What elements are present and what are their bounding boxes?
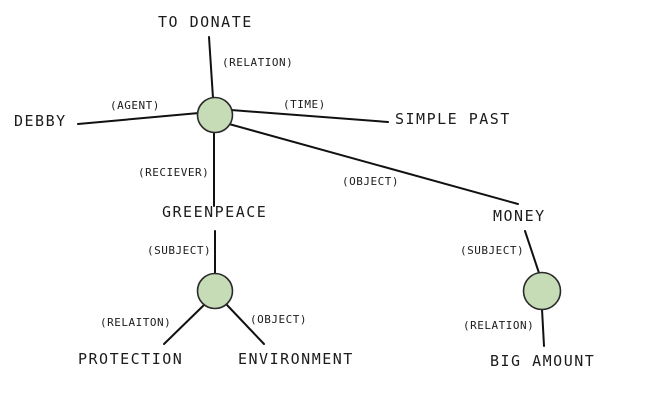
hub-greenpeace-node: [196, 272, 234, 310]
relation-label-reciever: (RECIEVER): [138, 166, 210, 179]
relation-label-relation-right: (RELATION): [463, 319, 535, 332]
hub-money-node: [522, 271, 562, 311]
edges-layer: [77, 36, 545, 347]
edge-object-environment: [226, 304, 265, 345]
edge-time-simple-past: [230, 109, 389, 123]
edge-subject-money: [524, 230, 540, 274]
relation-label-object-left: (OBJECT): [250, 313, 307, 326]
node-label-greenpeace: GREENPEACE: [162, 203, 268, 221]
edge-relation-big-amount: [541, 308, 545, 347]
node-label-protection: PROTECTION: [78, 350, 184, 368]
relation-label-agent: (AGENT): [110, 99, 160, 112]
node-label-environment: ENVIRONMENT: [238, 350, 354, 368]
edge-relation-to-donate: [208, 36, 214, 99]
node-label-money: MONEY: [493, 207, 546, 225]
edge-object-money: [228, 123, 519, 205]
relation-label-subject-left: (SUBJECT): [147, 244, 212, 257]
node-label-debby: DEBBY: [14, 112, 67, 130]
relation-label-time: (TIME): [283, 98, 326, 111]
hubs-layer: [196, 96, 562, 311]
relation-label-object-main: (OBJECT): [342, 175, 399, 188]
relation-label-relaiton: (RELAITON): [100, 316, 172, 329]
node-label-to-donate: TO DONATE: [158, 13, 253, 31]
hub-main-node: [196, 96, 234, 134]
relation-label-subject-right: (SUBJECT): [460, 244, 525, 257]
relation-label-relation-main: (RELATION): [222, 56, 294, 69]
node-label-big-amount: BIG AMOUNT: [490, 352, 596, 370]
edge-relaiton-protection: [163, 304, 205, 345]
node-label-simple-past: SIMPLE PAST: [395, 110, 511, 128]
edge-agent-debby: [77, 112, 200, 125]
